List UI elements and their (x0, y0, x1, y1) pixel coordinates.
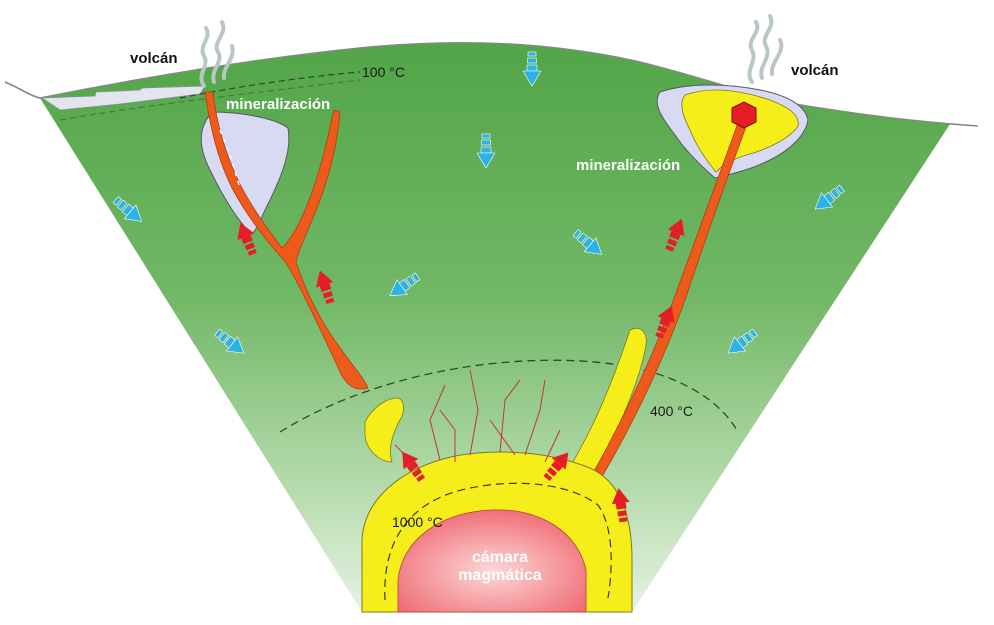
magma-chamber (397, 509, 587, 613)
isotherm-1000-label: 1000 °C (392, 514, 443, 530)
magma-chamber-label-line1: cámara (472, 549, 528, 566)
steam-icon (747, 14, 784, 84)
dike-left (204, 91, 369, 390)
isotherm-100-label: 100 °C (362, 64, 405, 80)
vent-right (731, 101, 757, 129)
mineralization-label-left: mineralización (226, 96, 330, 113)
isotherm-1000 (384, 482, 612, 601)
upflow-zone-left (364, 397, 404, 463)
volcano-label-right: volcán (791, 62, 839, 79)
ground-surface (4, 41, 979, 127)
fractures (394, 369, 561, 471)
isotherm-400-label: 400 °C (650, 403, 693, 419)
volcano-label-left: volcán (130, 50, 178, 67)
surface-deposit-left (40, 85, 206, 111)
mineralization-label-right: mineralización (576, 157, 680, 174)
isotherm-100 (179, 71, 361, 99)
magma-chamber-label-line2: magmática (458, 567, 542, 584)
isotherm-400 (279, 359, 739, 433)
steam-icon (199, 20, 235, 88)
dike-left-detail (219, 129, 241, 189)
